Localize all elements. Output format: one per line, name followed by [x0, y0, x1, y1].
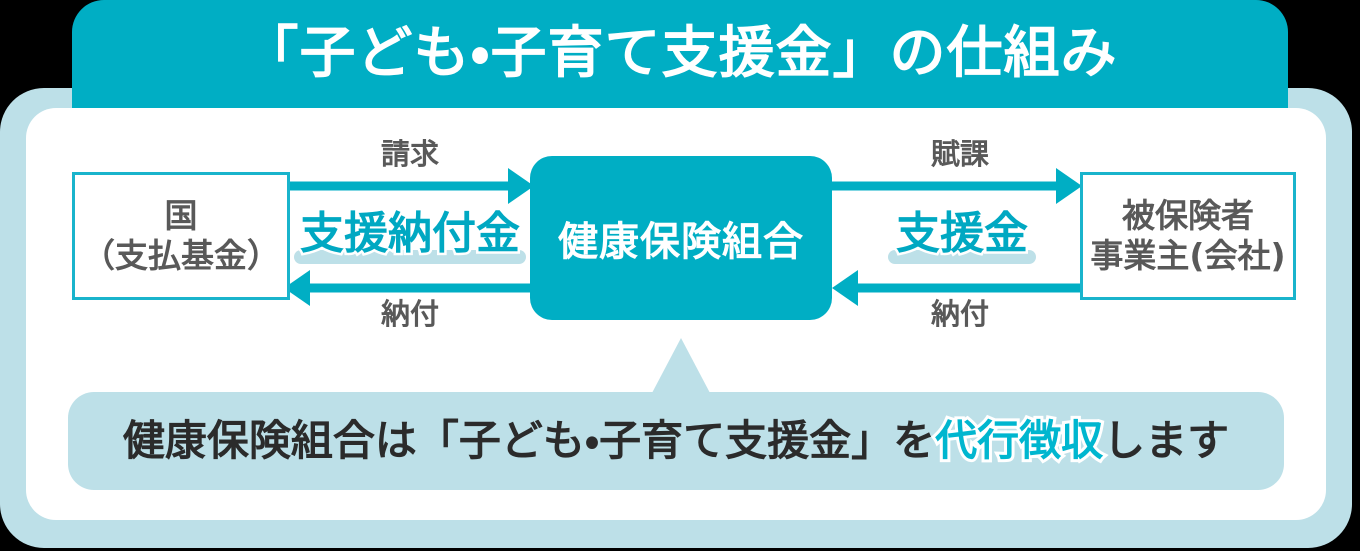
- flow-label-right-top: 賦課: [930, 137, 989, 171]
- emphasis-left-underline: [294, 250, 526, 264]
- node-insured-employer[interactable]: 被保険者 事業主(会社): [1080, 172, 1296, 300]
- summary-text-after: します: [1103, 416, 1230, 465]
- emphasis-right: 支援金: [888, 208, 1036, 264]
- flow-label-left-top: 請求: [380, 137, 439, 171]
- emphasis-right-underline: [888, 250, 1036, 264]
- node-health-insurance-association[interactable]: 健康保険組合: [530, 156, 832, 320]
- header-tab: 「子ども・子育て支援金」の仕組み: [72, 0, 1288, 108]
- emphasis-left: 支援納付金: [294, 208, 526, 264]
- node-left-line2: （支払基金）: [82, 236, 280, 275]
- flow-label-right-bottom: 納付: [930, 297, 989, 331]
- summary-text-accent: 代行徴収: [932, 416, 1106, 465]
- page-title: 「子ども・子育て支援金」の仕組み: [242, 21, 1118, 86]
- summary-banner-text: 健康保険組合は「子ども・子育て支援金」を代行徴収します: [123, 417, 1229, 465]
- summary-text-before: 健康保険組合は「子ども・子育て支援金」を: [122, 416, 936, 465]
- emphasis-left-text: 支援納付金: [298, 208, 523, 259]
- node-national-fund[interactable]: 国 （支払基金）: [72, 172, 290, 300]
- summary-banner: 健康保険組合は「子ども・子育て支援金」を代行徴収します: [68, 392, 1284, 490]
- node-left-line1: 国: [164, 195, 198, 235]
- flow-label-left-bottom: 納付: [380, 297, 439, 331]
- node-right-line1: 被保険者: [1122, 195, 1254, 235]
- node-center-label: 健康保険組合: [558, 219, 804, 265]
- emphasis-right-text: 支援金: [894, 208, 1031, 259]
- node-right-line2: 事業主(会社): [1090, 236, 1286, 275]
